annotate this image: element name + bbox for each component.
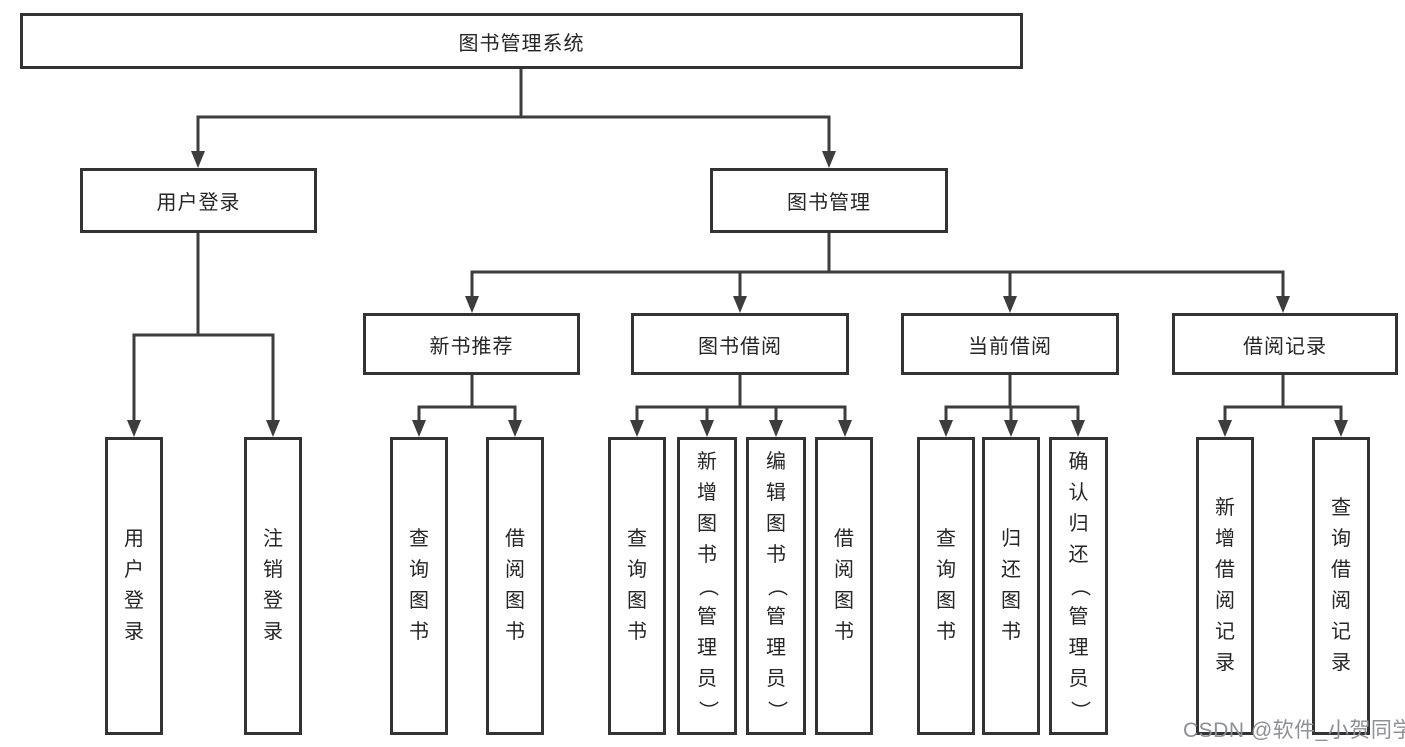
arrowhead-icon <box>127 420 141 437</box>
arrowhead-icon <box>1004 420 1018 437</box>
leaf-logout-label: 注销登录 <box>263 528 283 643</box>
node-user-login-label: 用户登录 <box>156 192 241 214</box>
arrowhead-icon <box>630 420 644 437</box>
leaf-borrow-books: 借阅图书 <box>815 437 873 735</box>
arrowhead-icon <box>412 420 426 437</box>
arrowhead-icon <box>1218 420 1232 437</box>
leaf-query-borrow-record-label: 查询借阅记录 <box>1331 497 1351 674</box>
watermark: CSDN @软件_小贺同学 <box>1183 719 1405 742</box>
arrowhead-icon <box>700 420 714 437</box>
node-user-login: 用户登录 <box>80 168 317 233</box>
leaf-query-books-borrow: 查询图书 <box>608 437 666 735</box>
leaf-user-login: 用户登录 <box>105 437 163 735</box>
node-book-borrow: 图书借阅 <box>631 313 849 375</box>
leaf-query-books-recommend: 查询图书 <box>390 437 448 735</box>
leaf-confirm-return-admin-label: 确认归还（管理员） <box>1068 450 1090 721</box>
arrowhead-icon <box>822 151 836 168</box>
leaf-borrow-books-recommend: 借阅图书 <box>486 437 544 735</box>
leaf-logout: 注销登录 <box>244 437 302 735</box>
arrowhead-icon <box>733 296 747 313</box>
arrowhead-icon <box>191 151 205 168</box>
leaf-query-books-recommend-label: 查询图书 <box>409 528 429 643</box>
leaf-query-borrow-record: 查询借阅记录 <box>1312 437 1370 735</box>
leaf-query-books-current-label: 查询图书 <box>936 528 956 643</box>
node-new-book-recommend-label: 新书推荐 <box>429 335 514 358</box>
node-book-management: 图书管理 <box>710 168 948 233</box>
node-root: 图书管理系统 <box>20 13 1023 69</box>
leaf-add-borrow-record-label: 新增借阅记录 <box>1215 497 1235 674</box>
leaf-edit-book-admin-label: 编辑图书（管理员） <box>765 450 788 721</box>
arrowhead-icon <box>465 296 479 313</box>
leaf-return-book-label: 归还图书 <box>1001 528 1021 643</box>
leaf-confirm-return-admin: 确认归还（管理员） <box>1049 437 1108 735</box>
node-root-label: 图书管理系统 <box>458 32 585 55</box>
arrowhead-icon <box>1071 420 1085 437</box>
leaf-borrow-books-label: 借阅图书 <box>834 528 854 643</box>
node-current-borrow-label: 当前借阅 <box>968 335 1052 358</box>
node-new-book-recommend: 新书推荐 <box>363 313 580 375</box>
arrowhead-icon <box>838 420 852 437</box>
leaf-add-book-admin: 新增图书（管理员） <box>677 437 737 735</box>
node-current-borrow: 当前借阅 <box>901 313 1119 375</box>
arrowhead-icon <box>266 420 280 437</box>
arrowhead-icon <box>1003 296 1017 313</box>
leaf-query-books-borrow-label: 查询图书 <box>627 528 647 643</box>
arrowhead-icon <box>1276 296 1290 313</box>
arrowhead-icon <box>769 420 783 437</box>
leaf-return-book: 归还图书 <box>982 437 1040 735</box>
node-borrow-records-label: 借阅记录 <box>1243 335 1327 358</box>
arrowhead-icon <box>1334 420 1348 437</box>
arrowhead-icon <box>939 420 953 437</box>
leaf-user-login-label: 用户登录 <box>124 528 144 643</box>
connector-path <box>132 67 1343 424</box>
arrowhead-icon <box>508 420 522 437</box>
node-borrow-records: 借阅记录 <box>1172 313 1398 375</box>
leaf-edit-book-admin: 编辑图书（管理员） <box>746 437 806 735</box>
leaf-query-books-current: 查询图书 <box>917 437 975 735</box>
leaf-add-book-admin-label: 新增图书（管理员） <box>696 450 719 721</box>
leaf-add-borrow-record: 新增借阅记录 <box>1196 437 1254 735</box>
leaf-borrow-books-recommend-label: 借阅图书 <box>505 528 525 643</box>
node-book-borrow-label: 图书借阅 <box>698 335 782 358</box>
node-book-management-label: 图书管理 <box>787 192 871 214</box>
